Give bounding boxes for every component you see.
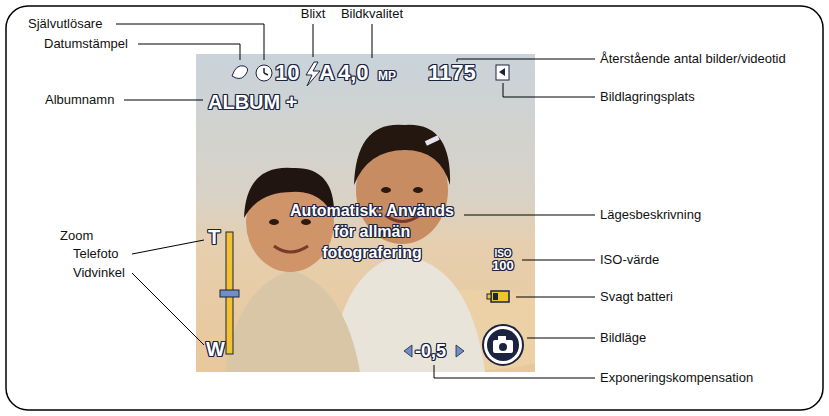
callout-label: Exponeringskompensation — [600, 370, 753, 386]
callout-label: Vidvinkel — [73, 265, 125, 281]
callout-label: Datumstämpel — [44, 36, 128, 52]
callout-label: Självutlösare — [28, 16, 102, 32]
frame — [6, 6, 823, 410]
leader-lines — [116, 24, 595, 378]
callout-label: Bildläge — [600, 330, 646, 346]
exposure-value: -0,5 — [415, 340, 446, 362]
callout-label: ISO-värde — [600, 252, 659, 268]
flash-mode: A — [319, 61, 335, 85]
callout-label: Bildlagringsplats — [600, 89, 695, 105]
status-icons — [232, 62, 509, 86]
quality-value: 4,0 — [338, 61, 369, 85]
callout-label: Blixt — [301, 6, 326, 22]
timer-value: 10 — [275, 61, 299, 85]
quality-unit: MP — [378, 69, 396, 83]
photo — [196, 54, 535, 372]
zoom-wide: W — [206, 337, 225, 361]
callout-label: Albumnamn — [45, 92, 114, 108]
callout-label: Zoom — [60, 228, 93, 244]
remaining-count: 1175 — [428, 61, 476, 85]
callout-label: Bildkvalitet — [341, 6, 403, 22]
iso-value: 100 — [492, 259, 514, 273]
iso-icon — [489, 246, 517, 276]
callout-label: Återstående antal bilder/videotid — [600, 51, 786, 67]
mode-description: Automatisk: Används för allmän fotografe… — [282, 200, 462, 263]
battery-icon — [487, 291, 509, 302]
callout-label: Svagt batteri — [600, 289, 673, 305]
zoom-bar — [220, 232, 239, 354]
album-name: ALBUM + — [208, 90, 297, 114]
iso-text: ISO — [494, 248, 511, 259]
zoom-tele: T — [208, 225, 220, 249]
callout-label: Lägesbeskrivning — [600, 207, 701, 223]
callout-label: Telefoto — [73, 246, 119, 262]
camera-mode-icon — [483, 325, 523, 365]
